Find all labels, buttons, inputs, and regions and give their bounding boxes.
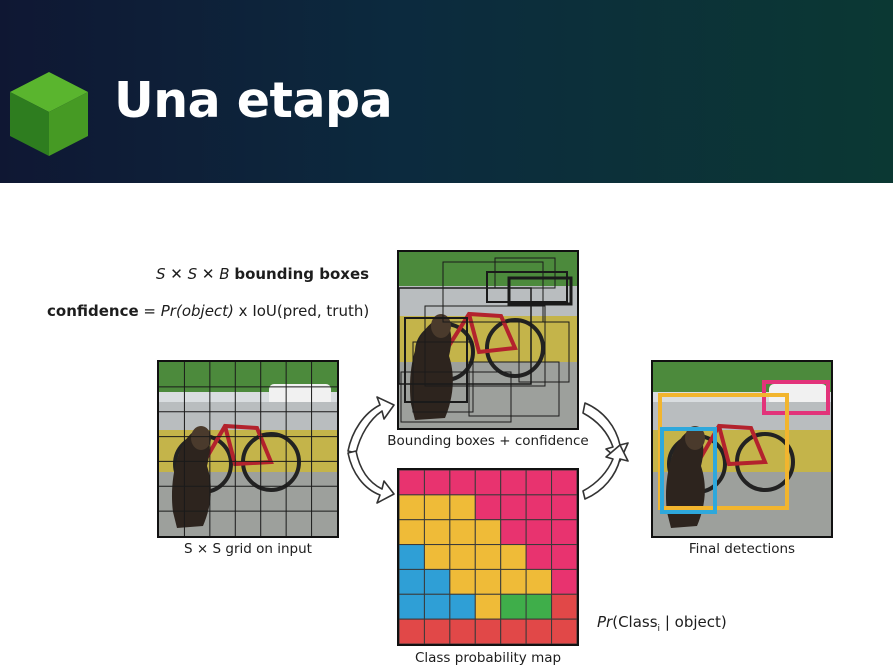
class-cell bbox=[500, 593, 527, 620]
class-cell bbox=[551, 618, 577, 644]
formula-confidence: confidence = Pr(object) x IoU(pred, trut… bbox=[47, 302, 369, 320]
flow-arrows bbox=[347, 396, 629, 504]
class-prob-pr: Pr bbox=[597, 613, 613, 631]
slide-header: Una etapa bbox=[0, 0, 893, 183]
green-cube-icon bbox=[10, 72, 88, 156]
bounding-boxes-image bbox=[397, 250, 579, 430]
class-cell bbox=[500, 470, 527, 496]
class-cell bbox=[449, 593, 476, 620]
arrow-to-boxes-icon bbox=[347, 396, 395, 454]
confidence-label: confidence bbox=[47, 302, 139, 320]
class-probability-grid bbox=[399, 470, 577, 644]
class-cell bbox=[474, 618, 502, 644]
class-probability-formula: Pr(Classi | object) bbox=[597, 613, 727, 634]
grid-lines bbox=[159, 362, 337, 536]
class-cell bbox=[500, 568, 527, 595]
class-cell bbox=[525, 470, 553, 496]
caption-classmap: Class probability map bbox=[414, 650, 562, 666]
class-cell bbox=[399, 593, 425, 620]
formula-bounding-boxes-label: bounding boxes bbox=[234, 265, 370, 283]
input-grid-image bbox=[157, 360, 339, 538]
slide-content: S ✕ S ✕ B bounding boxes confidence = Pr… bbox=[0, 183, 893, 670]
class-cell bbox=[449, 494, 476, 521]
confidence-iou: x IoU(pred, truth) bbox=[233, 302, 370, 320]
class-prob-subscript: i bbox=[657, 624, 661, 634]
class-cell bbox=[525, 568, 553, 595]
class-probability-map bbox=[397, 468, 579, 646]
class-cell bbox=[500, 618, 527, 644]
class-cell bbox=[449, 568, 476, 595]
class-prob-open: (Class bbox=[612, 613, 658, 631]
slide-title: Una etapa bbox=[114, 72, 393, 129]
class-cell bbox=[399, 519, 425, 546]
caption-final: Final detections bbox=[688, 541, 796, 557]
caption-grid: S × S grid on input bbox=[184, 541, 312, 557]
arrow-to-classmap-icon bbox=[347, 450, 395, 504]
class-cell bbox=[551, 544, 577, 570]
class-cell bbox=[474, 470, 502, 496]
confidence-equals: = bbox=[138, 302, 161, 320]
formula-bounding-boxes: S ✕ S ✕ B bounding boxes bbox=[156, 265, 369, 283]
class-cell bbox=[525, 544, 553, 570]
caption-boxes: Bounding boxes + confidence bbox=[387, 433, 589, 449]
class-prob-close: | object) bbox=[660, 613, 727, 631]
final-detections-image bbox=[651, 360, 833, 538]
class-cell bbox=[399, 494, 425, 521]
class-cell bbox=[449, 519, 476, 546]
class-cell bbox=[474, 593, 502, 620]
class-cell bbox=[449, 544, 476, 570]
class-cell bbox=[423, 494, 451, 521]
arrow-from-classmap-icon bbox=[582, 444, 629, 500]
formula-sxsxb: S ✕ S ✕ B bbox=[156, 265, 230, 283]
confidence-pr-object: Pr(object) bbox=[160, 302, 234, 320]
class-cell bbox=[474, 544, 502, 570]
class-cell bbox=[551, 470, 577, 496]
